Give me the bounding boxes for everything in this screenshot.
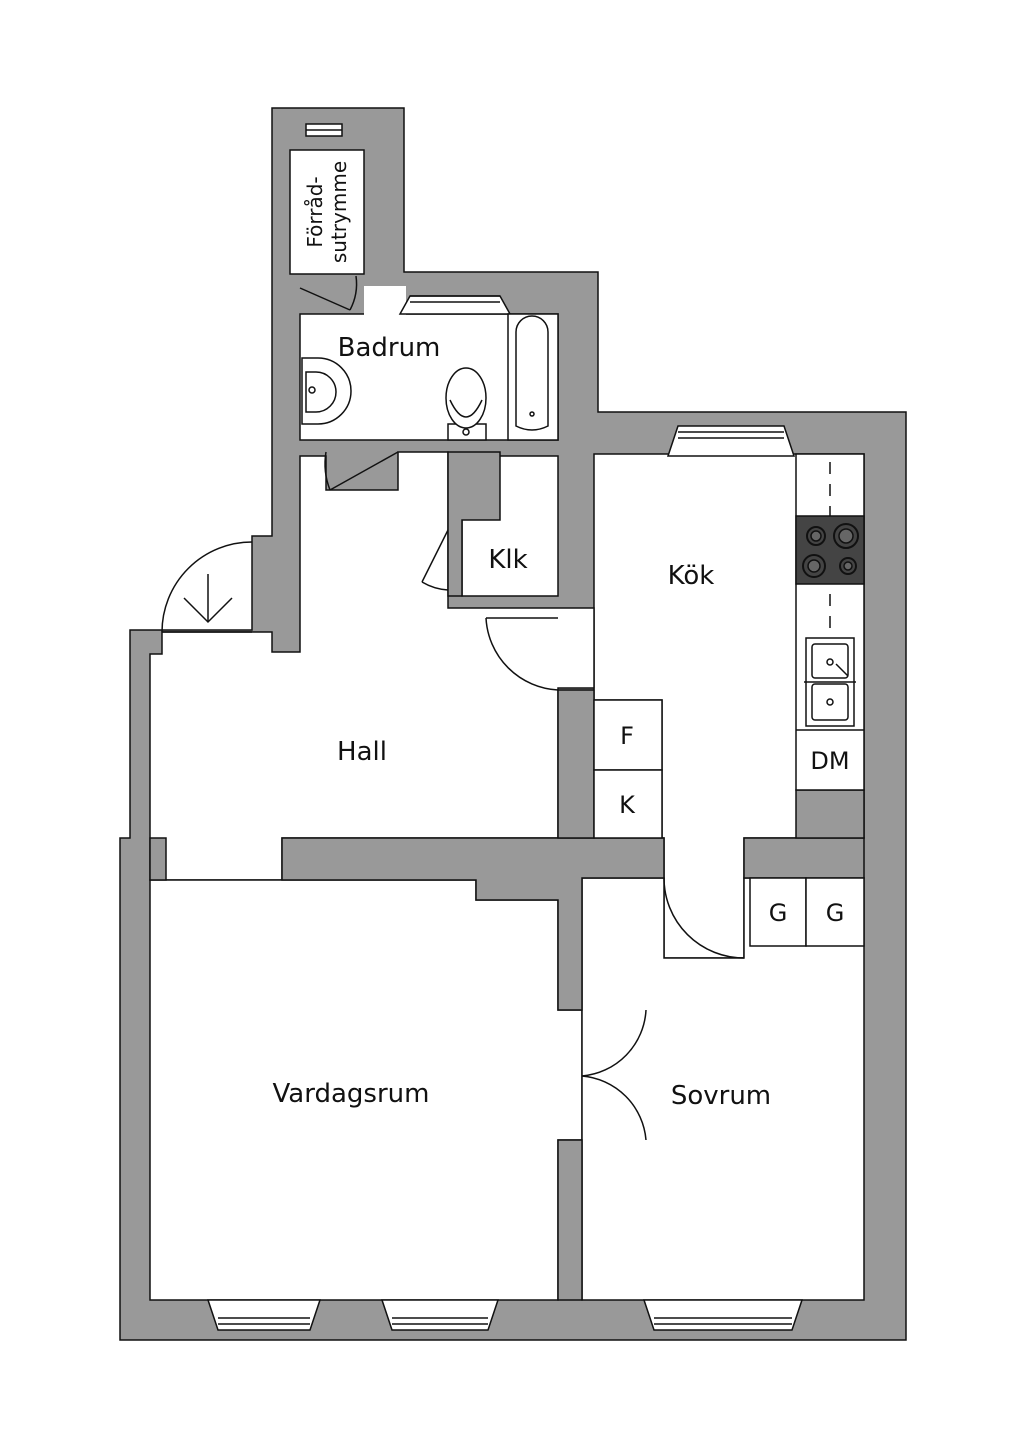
living-label: Vardagsrum [273, 1079, 430, 1109]
floors [149, 149, 865, 1301]
wall-kitchen-right [795, 789, 865, 839]
window-bedroom [642, 1299, 804, 1331]
door-kitchen [485, 617, 559, 691]
wall-hall-stub [149, 837, 167, 881]
window-kitchen [666, 425, 796, 457]
fridge-box [593, 699, 663, 771]
kitchen-label: Kök [668, 561, 715, 591]
bathtub-icon [507, 313, 559, 441]
window-storage [305, 123, 343, 137]
freezer-label: K [619, 791, 636, 819]
bathroom-fixtures [301, 313, 559, 441]
door-entrance [161, 541, 253, 633]
window-bathroom [398, 295, 512, 315]
bathroom-label: Badrum [338, 333, 441, 363]
sink-icon [301, 357, 352, 425]
freezer-box [593, 769, 663, 839]
wardrobe-2 [805, 877, 865, 947]
kitchen-fixtures [593, 453, 865, 839]
wardrobe-1-label: G [769, 899, 788, 927]
storage-label-line2: sutrymme [327, 161, 351, 263]
doors [161, 275, 745, 1141]
door-closet [421, 529, 449, 591]
wardrobe-2-label: G [826, 899, 845, 927]
wall-hall-living [281, 837, 665, 1011]
storage-label-line1: Förråd- [303, 176, 327, 247]
wall-kitchen-bedroom [743, 837, 865, 879]
storage-floor [289, 149, 365, 275]
window-living-2 [380, 1299, 500, 1331]
toilet-icon [445, 367, 487, 441]
dishwasher-label: DM [810, 747, 849, 775]
interior-walls [149, 451, 865, 1301]
wall-hall-kitchen [557, 689, 595, 839]
wall-closet [447, 451, 501, 597]
closet-label: Klk [488, 545, 527, 575]
kitchen-sink-icon [804, 637, 856, 727]
stove-icon [795, 515, 865, 585]
labels: Förråd- sutrymme Badrum Klk Kök Hall Var… [273, 161, 850, 1111]
door-bathroom [324, 451, 399, 491]
bath-niche [364, 286, 406, 316]
window-living-1 [206, 1299, 322, 1331]
wall-living-bedroom [557, 1139, 583, 1301]
door-living-bedroom [581, 1009, 647, 1141]
wardrobes [749, 877, 865, 947]
door-storage [299, 275, 358, 311]
bedroom-label: Sovrum [671, 1081, 771, 1111]
fridge-label: F [620, 722, 634, 750]
windows [206, 123, 804, 1331]
door-bedroom-kitchen [663, 877, 745, 959]
hall-label: Hall [337, 737, 387, 767]
wardrobe-1 [749, 877, 807, 947]
